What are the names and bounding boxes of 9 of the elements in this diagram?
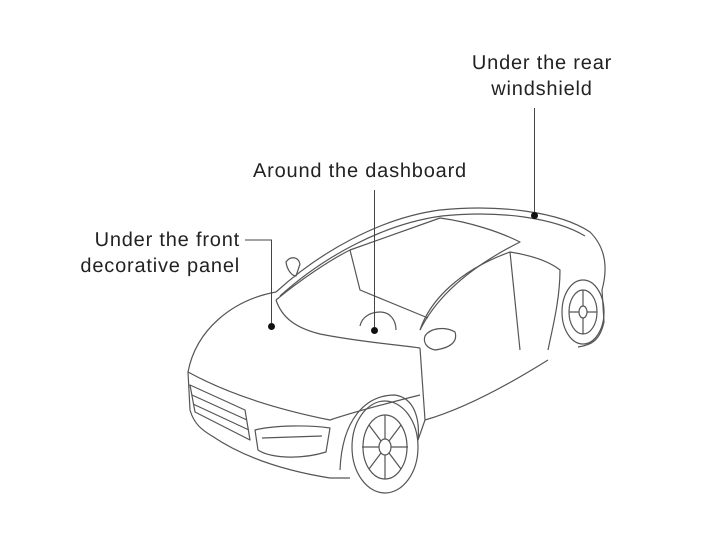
location-dot xyxy=(370,326,378,334)
leader-line xyxy=(374,190,375,328)
location-dot xyxy=(530,212,538,218)
location-dot xyxy=(268,322,274,330)
callout-text: Under the rear windshield xyxy=(462,50,622,102)
leader-line xyxy=(244,240,272,324)
callout-text: Under the front decorative panel xyxy=(64,227,240,279)
callout-text: Around the dashboard xyxy=(240,158,480,184)
leader-line xyxy=(534,108,535,212)
